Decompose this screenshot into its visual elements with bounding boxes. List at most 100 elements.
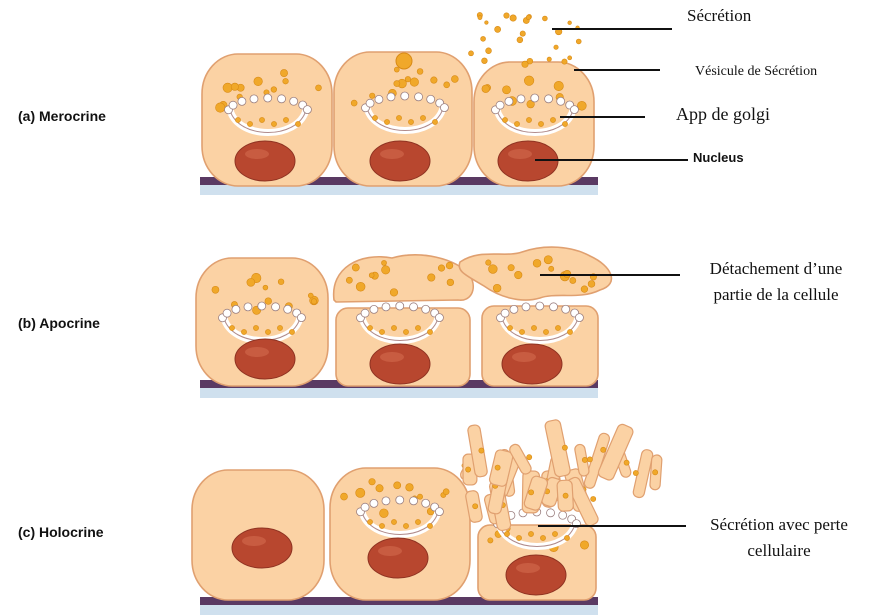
golgi-vesicle <box>435 508 443 516</box>
golgi-vesicle <box>232 305 240 313</box>
secretory-vesicle <box>588 281 595 288</box>
secretory-vesicle <box>482 58 488 64</box>
nucleus-highlight <box>380 149 404 159</box>
secretory-vesicle <box>253 325 258 330</box>
secretory-vesicle <box>265 298 272 305</box>
golgi-vesicle <box>435 314 443 322</box>
secretory-vesicle <box>408 119 413 124</box>
secretory-vesicle <box>394 67 399 72</box>
secretory-vesicle <box>562 445 567 450</box>
secretory-vesicle <box>231 83 238 90</box>
secretory-vesicle <box>308 293 313 298</box>
secretory-vesicle <box>515 271 523 279</box>
secretory-vesicle <box>265 329 270 334</box>
secretory-vesicle <box>519 329 524 334</box>
secretory-vesicle <box>396 53 412 69</box>
secretory-vesicle <box>543 329 548 334</box>
nucleus-highlight <box>245 149 269 159</box>
golgi-vesicle <box>547 509 555 517</box>
golgi-vesicle <box>303 106 311 114</box>
secretory-vesicle <box>510 15 516 21</box>
golgi-vesicle <box>536 302 544 310</box>
secretory-vesicle <box>447 279 454 286</box>
secretory-vesicle <box>473 504 478 509</box>
secretory-vesicle <box>420 115 425 120</box>
golgi-vesicle <box>575 314 583 322</box>
secretory-vesicle <box>570 277 576 283</box>
callout-holocrine: Sécrétion avec perte cellulaire <box>684 512 874 564</box>
secretory-vesicle <box>529 490 534 495</box>
secretory-vesicle <box>653 470 658 475</box>
secretory-vesicle <box>624 460 629 465</box>
secretory-vesicle <box>580 541 588 549</box>
callout-vesicle: Vésicule de Sécrétion <box>695 64 817 80</box>
secretory-vesicle <box>379 329 384 334</box>
golgi-vesicle <box>370 499 378 507</box>
golgi-vesicle <box>382 303 390 311</box>
secretory-vesicle <box>508 265 514 271</box>
golgi-vesicle <box>244 303 252 311</box>
secretory-vesicle <box>507 325 512 330</box>
golgi-vesicle <box>415 93 423 101</box>
nucleus-highlight <box>242 536 266 546</box>
golgi-vesicle <box>387 93 395 101</box>
secretory-vesicle <box>352 264 359 271</box>
secretory-vesicle <box>263 285 268 290</box>
secretory-vesicle <box>504 531 509 536</box>
secretory-vesicle <box>549 266 554 271</box>
secretory-vesicle <box>576 39 581 44</box>
golgi-vesicle <box>370 305 378 313</box>
secretory-vesicle <box>376 485 383 492</box>
gland-cell <box>334 52 472 186</box>
gland-cell <box>196 258 328 386</box>
secretory-vesicle <box>486 260 491 265</box>
secretory-vesicle <box>444 82 450 88</box>
golgi-vesicle <box>422 499 430 507</box>
secretory-vesicle <box>390 289 398 297</box>
secretory-vesicle <box>542 16 547 21</box>
golgi-vesicle <box>297 314 305 322</box>
secretory-vesicle <box>527 455 532 460</box>
golgi-vesicle <box>501 309 509 317</box>
gland-cell-apical-part <box>334 255 474 302</box>
golgi-vesicle <box>272 303 280 311</box>
secretory-vesicle <box>582 457 587 462</box>
golgi-vesicle <box>427 95 435 103</box>
secretory-vesicle <box>391 519 396 524</box>
secretory-vesicle <box>488 538 493 543</box>
secretory-vesicle <box>367 519 372 524</box>
secretory-vesicle <box>517 37 523 43</box>
gland-cell <box>482 302 598 386</box>
secretory-vesicle <box>486 48 492 54</box>
golgi-vesicle <box>401 92 409 100</box>
secretory-vesicle <box>271 87 277 93</box>
nucleus <box>235 141 295 181</box>
secretory-vesicle <box>520 31 525 36</box>
golgi-vesicle <box>361 309 369 317</box>
golgi-vesicle <box>505 97 513 105</box>
secretory-vesicle <box>554 45 558 49</box>
secretory-vesicle <box>216 103 225 112</box>
secretory-vesicle <box>567 329 572 334</box>
secretory-vesicle <box>481 36 486 41</box>
row-label-merocrine: (a) Merocrine <box>18 108 106 124</box>
secretory-vesicle <box>528 531 533 536</box>
secretory-vesicle <box>564 535 569 540</box>
golgi-vesicle <box>278 95 286 103</box>
secretory-vesicle <box>394 81 400 87</box>
golgi-vesicle <box>396 302 404 310</box>
secretory-vesicle <box>524 76 534 86</box>
secretory-vesicle <box>415 325 420 330</box>
secretory-vesicle <box>427 329 432 334</box>
secretory-vesicle <box>254 77 263 86</box>
secretory-vesicle <box>482 85 490 93</box>
secretory-vesicle <box>380 509 389 518</box>
secretory-vesicle <box>283 78 289 84</box>
nucleus <box>370 141 430 181</box>
secretory-vesicle <box>356 282 365 291</box>
golgi-vesicle <box>517 95 525 103</box>
detached-cell-part <box>459 247 611 300</box>
secretory-vesicle <box>555 325 560 330</box>
secretory-vesicle <box>568 21 572 25</box>
